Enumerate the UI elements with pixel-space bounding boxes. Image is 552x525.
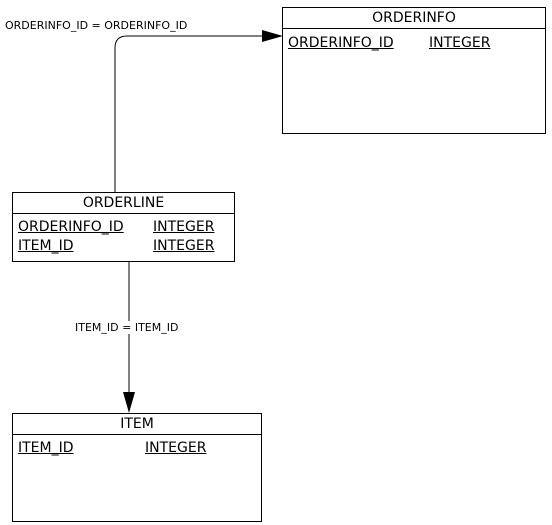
attribute-name: ORDERINFO_ID: [18, 219, 124, 235]
entity-orderinfo[interactable]: ORDERINFO ORDERINFO_ID INTEGER: [282, 7, 546, 134]
entity-title: ORDERLINE: [13, 193, 234, 214]
orderinfo-relationship-line: [114, 35, 264, 192]
attribute-name: ITEM_ID: [18, 238, 74, 254]
entity-title: ITEM: [13, 414, 261, 435]
item-arrowhead: [123, 392, 135, 413]
orderinfo-arrowhead: [262, 30, 283, 42]
entity-orderline[interactable]: ORDERLINE ORDERINFO_ID INTEGER ITEM_ID I…: [12, 192, 235, 262]
entity-item[interactable]: ITEM ITEM_ID INTEGER: [12, 413, 262, 522]
attribute-type: INTEGER: [153, 219, 215, 235]
attribute-name: ITEM_ID: [18, 440, 74, 456]
item-relationship-label: ITEM_ID = ITEM_ID: [75, 321, 179, 334]
entity-title: ORDERINFO: [283, 8, 545, 29]
attribute-type: INTEGER: [429, 35, 491, 51]
attribute-type: INTEGER: [145, 440, 207, 456]
orderinfo-relationship-label: ORDERINFO_ID = ORDERINFO_ID: [5, 19, 188, 32]
attribute-type: INTEGER: [153, 238, 215, 254]
attribute-name: ORDERINFO_ID: [288, 35, 394, 51]
